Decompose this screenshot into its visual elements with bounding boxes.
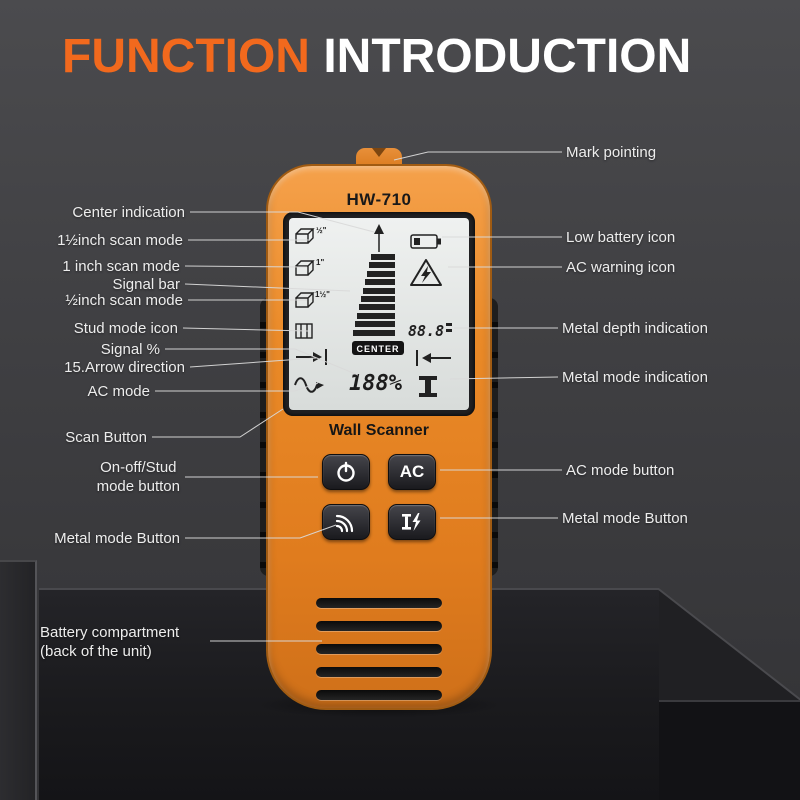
title-rest-word: INTRODUCTION — [323, 30, 692, 83]
metal-depth-readout: 88.8 — [408, 322, 444, 340]
center-badge-label: CENTER — [356, 344, 399, 354]
arrow-direction-left-icon — [416, 350, 451, 366]
label-ac-mode: AC mode — [87, 383, 150, 400]
metal-scan-button — [322, 504, 370, 540]
metal-lightning-icon — [402, 513, 421, 531]
power-stud-mode-button — [322, 454, 370, 490]
label-1half-inch-scan: 1½inch scan mode — [57, 232, 183, 249]
label-signal-bar: Signal bar — [112, 276, 180, 293]
one-inch-scan-icon — [295, 260, 315, 276]
notch-groove-icon — [372, 148, 386, 157]
ac-mode-icon — [294, 377, 324, 393]
scan-mode-icons — [295, 228, 315, 339]
pedestal-step-left — [0, 560, 37, 800]
label-metal-mode-button-left: Metal mode Button — [54, 530, 180, 547]
power-icon — [337, 461, 355, 482]
ac-mode-button: AC — [388, 454, 436, 490]
label-scan-button: Scan Button — [65, 429, 147, 446]
page-title: FUNCTION INTRODUCTION — [62, 30, 691, 84]
stud-mode-icon-lines — [300, 324, 308, 338]
signal-percent-readout: 188% — [349, 371, 403, 396]
grille-slot — [316, 667, 442, 677]
center-indication-arrow-icon — [374, 224, 384, 252]
center-badge — [352, 341, 404, 355]
label-1-inch-scan: 1 inch scan mode — [62, 258, 180, 275]
grille-slot — [316, 644, 442, 654]
wall-scanner-device: HW-710 ½" 1" 1½" — [260, 148, 498, 710]
arrow-direction-right-icon — [296, 349, 327, 365]
depth-unit-marks — [446, 323, 452, 332]
half-inch-scan-icon — [295, 228, 315, 244]
product-name: Wall Scanner — [329, 422, 429, 439]
grille-slot — [316, 621, 442, 631]
label-battery-compartment: Battery compartment (back of the unit) — [40, 624, 180, 660]
model-number: HW-710 — [346, 190, 412, 209]
label-low-battery-icon: Low battery icon — [566, 229, 676, 246]
button-panel: AC — [322, 454, 436, 540]
grille-slot — [316, 598, 442, 608]
low-battery-icon — [410, 234, 441, 249]
title-accent-word: FUNCTION — [62, 30, 310, 83]
metal-mode-ibeam-icon — [419, 376, 437, 397]
label-ac-warning-icon: AC warning icon — [566, 259, 676, 276]
signal-bars — [353, 254, 395, 336]
scan-depth-2-label: 1" — [316, 258, 324, 267]
lcd-display: ½" 1" 1½" — [289, 218, 469, 410]
label-arrow-direction: 15.Arrow direction — [64, 359, 185, 376]
metal-mode-button — [388, 504, 436, 540]
lcd-frame: ½" 1" 1½" — [283, 212, 475, 416]
pedestal-step-right — [659, 700, 800, 800]
battery-compartment-grille — [316, 598, 442, 713]
label-onoff-stud-button: On-off/Stud mode button — [96, 459, 180, 495]
label-stud-mode-icon: Stud mode icon — [73, 320, 178, 337]
label-metal-mode-indication: Metal mode indication — [562, 369, 708, 386]
scan-depth-3-label: 1½" — [315, 290, 330, 299]
scan-depth-1-label: ½" — [316, 226, 327, 235]
label-mark-pointing: Mark pointing — [566, 144, 657, 161]
lcd-graphics: ½" 1" 1½" — [294, 224, 452, 397]
grille-slot — [316, 690, 442, 700]
label-metal-mode-button-right: Metal mode Button — [562, 510, 688, 527]
stud-mode-icon — [295, 323, 313, 339]
label-ac-mode-button: AC mode button — [566, 462, 675, 479]
one-half-inch-scan-icon — [295, 292, 315, 308]
ac-warning-icon — [410, 259, 442, 286]
device-body: HW-710 ½" 1" 1½" — [266, 164, 492, 710]
label-metal-depth-indication: Metal depth indication — [562, 320, 708, 337]
label-signal-percent: Signal % — [100, 341, 160, 358]
label-center-indication: Center indication — [72, 204, 185, 221]
label-half-inch-scan: ½inch scan mode — [65, 292, 183, 309]
scan-waves-icon — [335, 514, 354, 533]
